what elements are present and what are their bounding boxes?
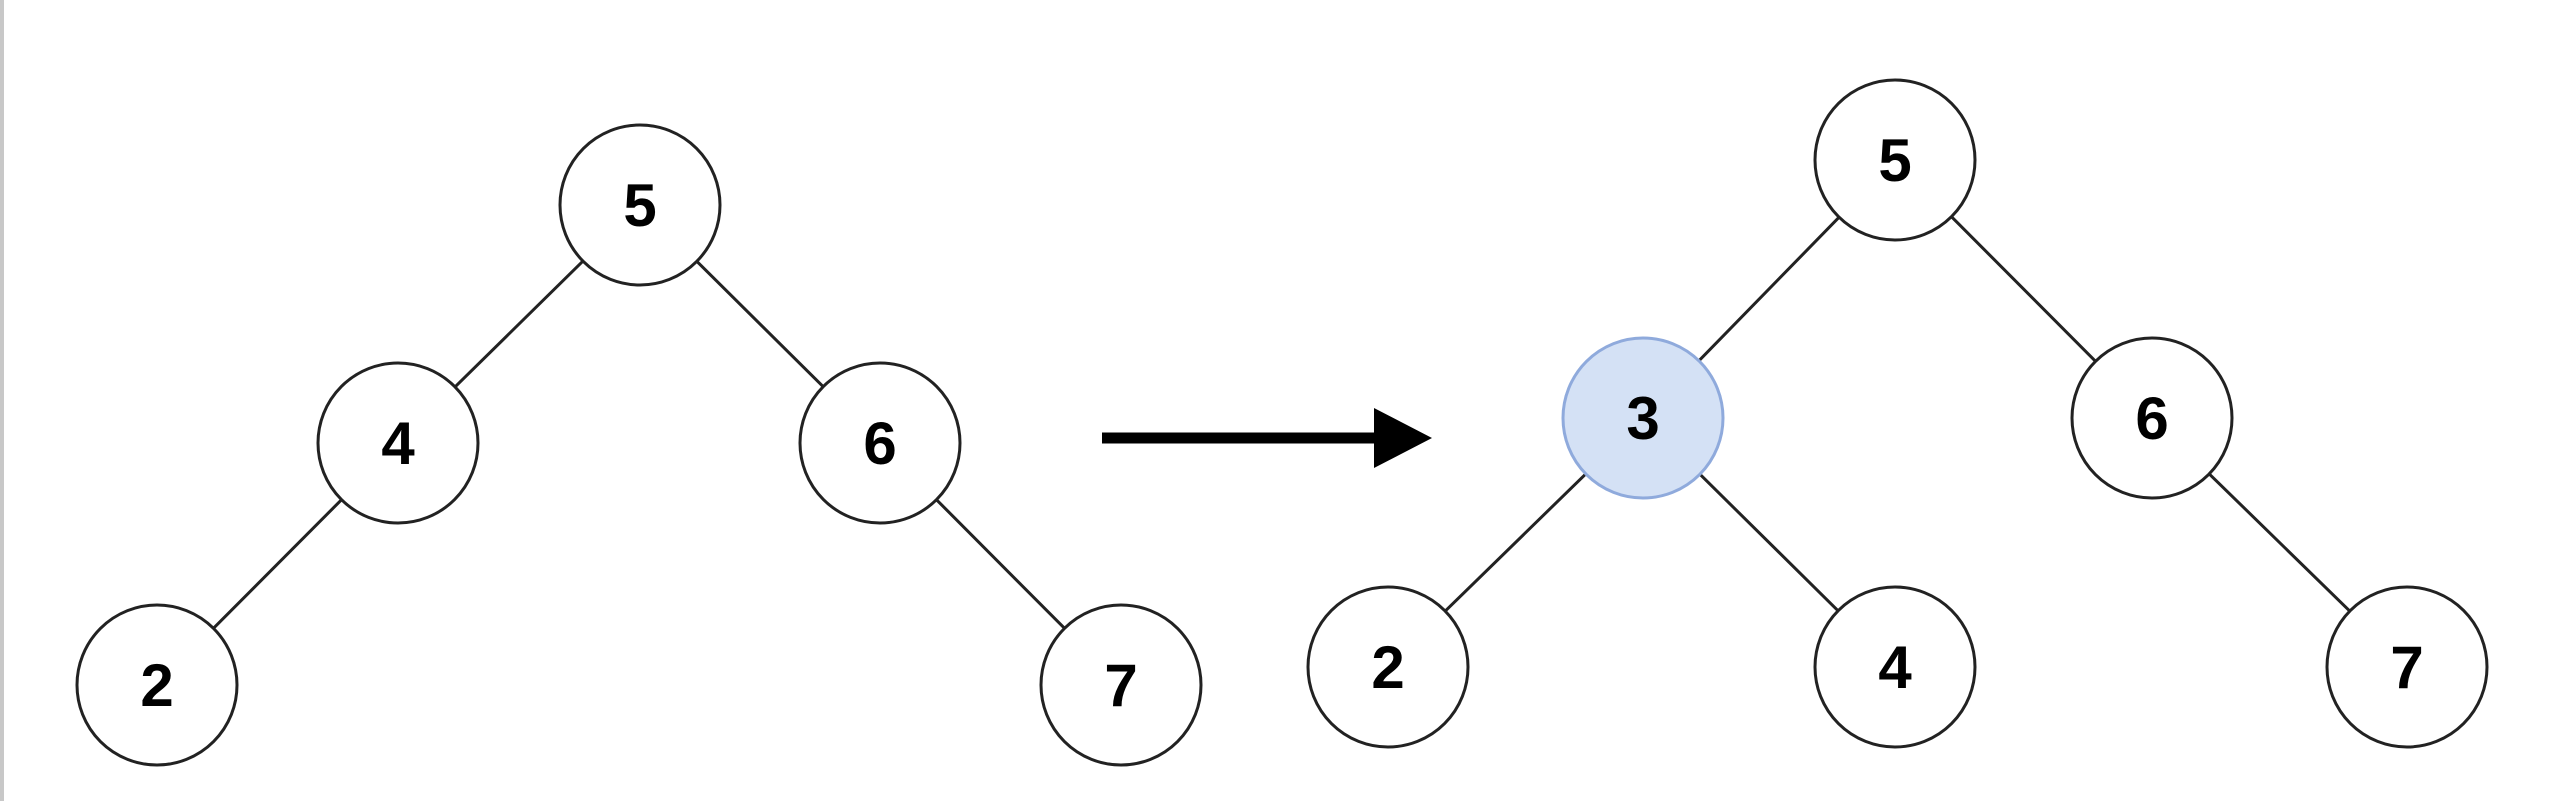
before-node-label: 2	[140, 652, 173, 719]
after-node-label: 4	[1878, 634, 1912, 701]
after-node-circle	[2070, 336, 2234, 500]
before-node-circle	[798, 361, 962, 525]
before-tree: 5 4 6 2 7	[75, 123, 1203, 767]
after-node-label: 3	[1626, 385, 1659, 452]
after-node-circle	[1813, 585, 1977, 749]
after-node-7: 7	[2325, 585, 2489, 749]
after-node-6: 6	[2070, 336, 2234, 500]
before-node-6: 6	[798, 361, 962, 525]
before-node-circle	[558, 123, 722, 287]
after-node-label: 5	[1878, 127, 1911, 194]
before-node-label: 5	[623, 172, 656, 239]
after-node-circle	[2325, 585, 2489, 749]
before-node-label: 4	[381, 410, 415, 477]
before-edge-b4-b2	[212, 498, 343, 630]
after-edge-a5-a3	[1697, 216, 1841, 362]
before-node-label: 7	[1104, 652, 1137, 719]
before-node-4: 4	[316, 361, 480, 525]
after-node-5: 5	[1813, 78, 1977, 242]
after-node-label: 6	[2135, 385, 2168, 452]
after-node-label: 7	[2390, 634, 2423, 701]
before-node-label: 6	[863, 410, 896, 477]
after-node-3: 3	[1561, 336, 1725, 500]
after-edge-a5-a6	[1950, 215, 2097, 363]
after-tree: 5 3 6 2 4 7	[1306, 78, 2489, 749]
transform-arrow	[1102, 408, 1432, 468]
after-node-4: 4	[1813, 585, 1977, 749]
left-border	[0, 0, 4, 801]
before-edge-b5-b4	[453, 260, 585, 388]
before-node-2: 2	[75, 603, 239, 767]
before-node-circle	[316, 361, 480, 525]
after-edge-a3-a4	[1698, 473, 1840, 612]
after-node-circle	[1813, 78, 1977, 242]
before-node-circle	[75, 603, 239, 767]
after-edge-a3-a2	[1444, 472, 1587, 613]
after-edge-a6-a7	[2208, 472, 2351, 613]
before-node-5: 5	[558, 123, 722, 287]
after-node-2: 2	[1306, 585, 1470, 749]
arrow-head	[1374, 408, 1432, 468]
before-edge-b6-b7	[935, 498, 1066, 630]
after-node-circle	[1306, 585, 1470, 749]
after-node-label: 2	[1371, 634, 1404, 701]
after-node-circle	[1561, 336, 1725, 500]
before-node-circle	[1039, 603, 1203, 767]
before-node-7: 7	[1039, 603, 1203, 767]
before-edge-b5-b6	[695, 260, 825, 388]
